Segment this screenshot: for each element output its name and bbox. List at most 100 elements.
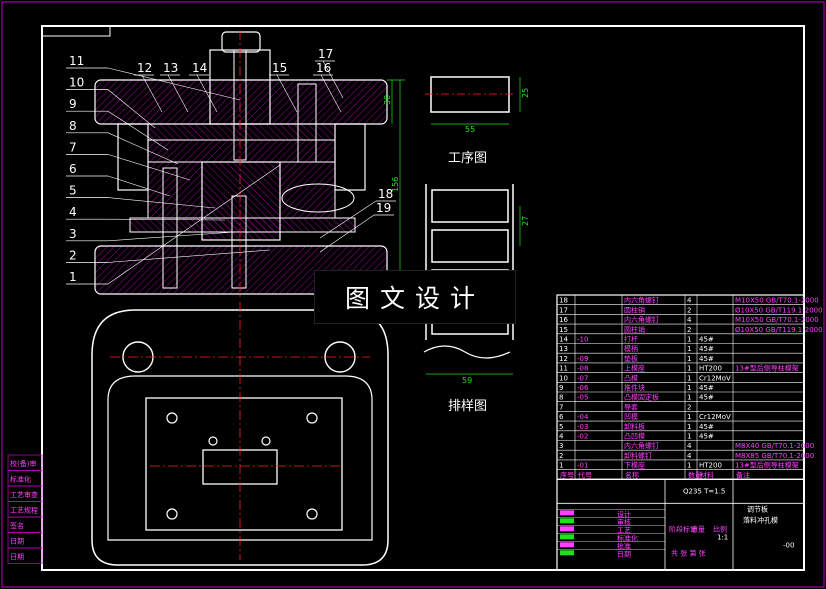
bom-cell-code: -07 <box>577 374 588 382</box>
bom-header-mat: 材料 <box>700 470 714 479</box>
bom-cell-qty: 1 <box>687 394 691 402</box>
bom-cell-mat: 45# <box>699 345 714 353</box>
process-drawing <box>425 76 521 125</box>
part-number-15: 15 <box>272 61 287 75</box>
bom-header-no: 序号 <box>560 470 574 479</box>
upper-die-seat <box>94 79 388 125</box>
tb-marker <box>560 510 574 516</box>
bom-cell-no: 10 <box>559 374 568 382</box>
bom-cell-name: 垫板 <box>624 354 638 363</box>
leader-line-18 <box>319 200 377 239</box>
bom-cell-qty: 4 <box>687 297 692 305</box>
part-number-19: 19 <box>376 201 391 215</box>
screw-hole-tl <box>166 412 178 424</box>
bom-cell-name: 内六角螺钉 <box>624 441 659 450</box>
leader-line-16 <box>320 74 342 113</box>
pin-hole-right <box>261 436 271 446</box>
left-strip-label: 工艺规程 <box>10 506 38 515</box>
bom-cell-name: 模柄 <box>624 344 638 353</box>
bom-cell-note: Ø10X50 GB/T119.1-2000 <box>735 306 823 314</box>
bom-cell-qty: 1 <box>687 423 691 431</box>
bom-cell-mat: 45# <box>699 433 714 441</box>
part-number-11: 11 <box>69 54 84 68</box>
bom-cell-code: -04 <box>577 413 589 421</box>
leader-line-14 <box>196 74 218 113</box>
tb-drawing-no: -00 <box>783 541 794 549</box>
plan-inner-outline <box>107 375 373 541</box>
bom-cell-name: 凸凹模 <box>624 432 645 441</box>
bom-cell-mat: Cr12MoV <box>699 413 731 421</box>
tb-title-2: 落料冲孔模 <box>743 515 778 524</box>
bom-cell-no: 2 <box>559 452 563 460</box>
bom-header-name: 名称 <box>625 470 639 479</box>
part-number-13: 13 <box>163 61 178 75</box>
part-number-18: 18 <box>378 187 393 201</box>
bom-cell-no: 5 <box>559 423 563 431</box>
bom-cell-name: 下模座 <box>624 461 645 470</box>
part-number-10: 10 <box>69 76 84 90</box>
bom-cell-name: 导套 <box>624 402 638 411</box>
tb-stage-label: 重量 <box>691 525 705 533</box>
part-number-5: 5 <box>69 184 77 198</box>
tb-marker <box>560 526 574 532</box>
bom-cell-qty: 1 <box>687 336 691 344</box>
workpiece-dim-h-text: 25 <box>521 88 530 98</box>
bom-cell-no: 3 <box>559 442 563 450</box>
strip-break-line <box>423 345 511 359</box>
corner-tab <box>41 25 111 37</box>
bom-cell-no: 6 <box>559 413 564 421</box>
leader-line-10 <box>107 89 156 129</box>
layout-drawing-caption: 排样图 <box>448 399 487 414</box>
bom-cell-no: 14 <box>559 336 568 344</box>
die-cavity <box>281 183 355 213</box>
bom-cell-code: -01 <box>577 462 588 470</box>
bom-cell-note: 13#型后侧导柱模架 <box>735 461 799 470</box>
part-number-1: 1 <box>69 270 77 284</box>
tb-stage-label: 比例 <box>713 524 727 533</box>
tb-sheet-label: 共 张 第 张 <box>671 548 706 557</box>
bom-cell-mat: HT200 <box>699 365 722 373</box>
ejector-pin-left <box>162 167 178 289</box>
bom-cell-no: 11 <box>559 365 568 373</box>
bom-cell-note: M8X40 GB/T70.1-2000 <box>735 442 814 450</box>
bom-cell-no: 17 <box>559 306 568 314</box>
ejector-pin-center <box>231 195 247 289</box>
bom-cell-code: -10 <box>577 336 588 344</box>
bom-cell-note: M10X50 GB/T70.1-2000 <box>735 316 819 324</box>
bom-cell-note: Ø10X50 GB/T119.1-2000 <box>735 326 823 334</box>
die-block <box>147 161 203 219</box>
bom-cell-name: 卸料螺钉 <box>624 451 652 460</box>
tb-left-label: 工艺 <box>617 526 631 534</box>
bom-cell-code: -02 <box>577 433 588 441</box>
strip-blank-1 <box>431 189 509 223</box>
left-strip-label: 标准化 <box>10 475 31 484</box>
tb-title-1: 调节板 <box>747 504 768 513</box>
tb-stage-label: 阶段标记 <box>669 524 697 533</box>
bom-cell-code: -05 <box>577 394 588 402</box>
part-number-3: 3 <box>69 227 77 241</box>
workpiece <box>430 76 510 113</box>
leader-line-19 <box>319 214 375 253</box>
bom-cell-qty: 1 <box>687 433 691 441</box>
bom-cell-no: 13 <box>559 345 568 353</box>
watermark-logo: 图文设计 <box>314 270 516 324</box>
bom-cell-qty: 1 <box>687 384 691 392</box>
leader-line-9 <box>107 110 169 151</box>
bom-cell-name: 凸模 <box>624 373 638 382</box>
bom-cell-code: -08 <box>577 365 588 373</box>
shank-top <box>221 31 261 53</box>
bom-cell-note: M8X85 GB/T70.1-2000 <box>735 452 814 460</box>
bom-cell-code: -09 <box>577 355 588 363</box>
tb-left-label: 设计 <box>617 509 631 518</box>
bom-cell-no: 9 <box>559 384 563 392</box>
strip-blank-2 <box>431 229 509 263</box>
left-strip-label: 签名 <box>10 521 24 530</box>
left-strip-cell <box>7 547 43 564</box>
bom-cell-name: 上模座 <box>624 364 645 373</box>
bom-cell-no: 8 <box>559 394 563 402</box>
tb-left-label: 批准 <box>617 541 631 550</box>
bom-cell-code: -06 <box>577 384 589 392</box>
part-number-14: 14 <box>192 61 207 75</box>
